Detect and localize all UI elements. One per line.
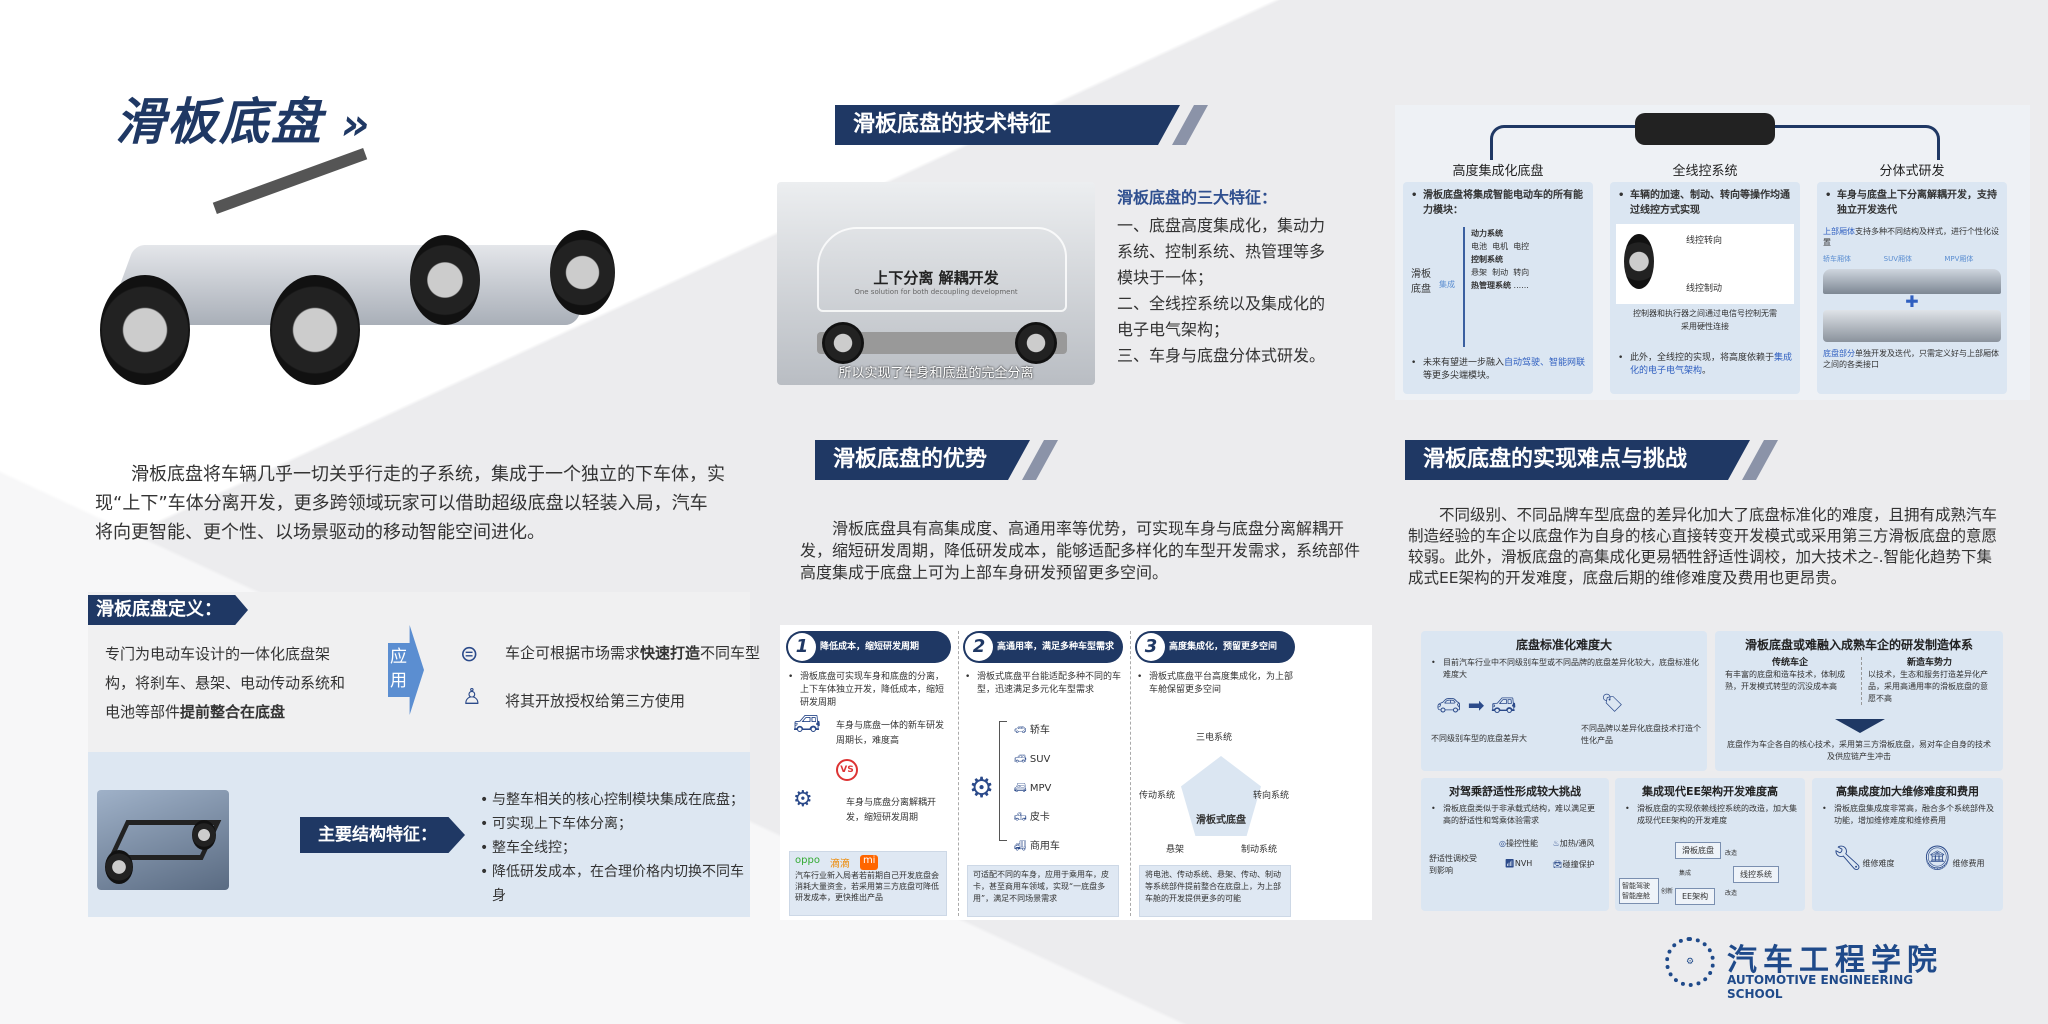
diagram-foot: 未来有望进一步融入自动驾驶、智能网联等更多尖端模块。	[1409, 357, 1587, 383]
features-title: 滑板底盘的三大特征：	[1117, 188, 1278, 207]
chassis-center-label: 滑板底盘	[1411, 269, 1431, 295]
noise-icon: 📶︎	[1504, 859, 1515, 868]
seat-heat-icon: ♨	[1552, 839, 1560, 848]
crash-icon: 🚘︎	[1552, 860, 1563, 869]
structure-item: 整车全线控；	[478, 836, 748, 860]
structure-item: 与整车相关的核心控制模块集成在底盘；	[478, 788, 748, 812]
mpv-icon: 🚐︎	[1014, 783, 1027, 794]
challenge-comfort: 对驾乘舒适性形成较大挑战 滑板底盘类似于非承载式结构，难以满足更高的舒适性和驾乘…	[1421, 778, 1609, 911]
diagram-col-title: 全线控系统	[1672, 164, 1738, 179]
chassis-icon: ⚙	[793, 787, 813, 812]
vs-badge: VS	[836, 759, 858, 781]
video-caption: 所以实现了车身和底盘的完全分离	[838, 366, 1034, 381]
school-name-en: AUTOMOTIVE ENGINEERING SCHOOL	[1727, 973, 1914, 1001]
structure-item: 降低研发成本，在合理价格内切换不同车身	[478, 860, 748, 908]
school-logo: ⚙ 汽车工程学院 AUTOMOTIVE ENGINEERING SCHOOL	[1665, 935, 1955, 1001]
apply-label: 应用	[390, 647, 407, 691]
coins-icon: 🪙︎	[1922, 844, 1953, 872]
plus-icon: ✚	[1905, 292, 1919, 311]
gear-seal-icon: ⚙	[1665, 937, 1715, 987]
structure-label: 主要结构特征：	[300, 817, 465, 853]
challenge-paragraph: 不同级别、不同品牌车型底盘的差异化加大了底盘标准化的难度，且拥有成熟汽车制造经验…	[1408, 506, 1998, 587]
chassis-icon: ⚙	[969, 771, 995, 804]
diagram-col-title: 分体式研发	[1879, 164, 1945, 179]
brand-mi: mi	[859, 855, 879, 870]
diagram-col-integrated: 高度集成化底盘 滑板底盘将集成智能电动车的所有能力模块： 滑板底盘 集成 动力系…	[1403, 160, 1593, 395]
diagram-col-split: 分体式研发 车身与底盘上下分离解耦开发，支持独立开发迭代 上部厢体支持多种不同结…	[1817, 160, 2007, 395]
advantage-heading: 滑板底盘的优势	[815, 440, 1030, 480]
challenge-maintenance: 高集成度加大维修难度和费用 滑板底盘集成度非常高，融合多个系统部件及功能，增加维…	[1812, 778, 2003, 911]
tech-diagram: 高度集成化底盘 滑板底盘将集成智能电动车的所有能力模块： 滑板底盘 集成 动力系…	[1395, 105, 2030, 400]
decoupling-video-still: 上下分离 解耦开发 One solution for both decoupli…	[777, 182, 1095, 385]
bywire-image: 线控转向线控制动	[1616, 224, 1794, 304]
diagram-col-title: 高度集成化底盘	[1452, 164, 1544, 179]
feature-item: 一、底盘高度集成化，集动力系统、控制系统、热管理等多模块于一体；	[1117, 216, 1326, 287]
brand-didi: 滴滴	[829, 859, 850, 870]
double-chevron-icon: »	[341, 99, 372, 150]
tag-icon: 🏷︎	[1601, 693, 1624, 714]
pickup-icon: 🛻︎	[1014, 812, 1027, 823]
module-tree: 动力系统 电池 电机 电控 控制系统 悬架 制动 转向 热管理系统 ......	[1463, 227, 1529, 347]
advantage-paragraph: 滑板底盘具有高集成度、高通用率等优势，可实现车身与底盘分离解耦开发，缩短研发周期…	[800, 519, 1361, 582]
diagram-foot: 此外，全线控的实现，将高度依赖于集成化的电子电气架构。	[1616, 352, 1794, 378]
diagram-bullet: 滑板底盘将集成智能电动车的所有能力模块：	[1409, 188, 1587, 218]
integrate-label: 集成	[1439, 280, 1455, 289]
definition-text: 专门为电动车设计的一体化底盘架构，将刹车、悬架、电动传动系统和电池等部件提前整合…	[105, 645, 346, 721]
structure-list: 与整车相关的核心控制模块集成在底盘； 可实现上下车体分离； 整车全线控； 降低研…	[478, 788, 748, 908]
hero-chassis-image	[90, 148, 620, 395]
challenge-standardization: 底盘标准化难度大 目前汽车行业中不同级别车型或不同品牌的底盘差异化较大，底盘标准…	[1421, 631, 1707, 771]
car-search-icon: ⊜	[460, 642, 479, 667]
app-item-2: 将其开放授权给第三方使用	[505, 692, 686, 710]
vehicle-type-list: 🚗︎ 轿车 🚙︎ SUV 🚐︎ MPV 🛻︎ 皮卡 🚚︎ 商用车	[1014, 716, 1060, 861]
three-features: 滑板底盘的三大特征： 一、底盘高度集成化，集动力系统、控制系统、热管理等多模块于…	[1117, 185, 1332, 369]
challenge-panel: 底盘标准化难度大 目前汽车行业中不同级别车型或不同品牌的底盘差异化较大，底盘标准…	[1415, 625, 2010, 915]
page-title: 滑板底盘»	[115, 93, 372, 151]
mechanic-icon: 🔧︎	[1832, 844, 1863, 872]
challenge-integration: 滑板底盘或难融入成熟车企的研发制造体系 传统车企有丰富的底盘和造车技术，体制成熟…	[1715, 631, 2003, 771]
user-check-icon: ♙	[462, 685, 482, 710]
truck-icon: 🚚︎	[1014, 841, 1027, 852]
car-icon: 🚙︎	[793, 712, 821, 737]
video-subtitle: One solution for both decoupling develop…	[854, 288, 1018, 296]
steering-icon: ◎	[1499, 839, 1506, 848]
bywire-note: 控制器和执行器之间通过电信号控制无需采用硬性连接	[1633, 309, 1777, 331]
tech-heading: 滑板底盘的技术特征	[835, 105, 1180, 145]
down-arrow-icon	[1835, 719, 1885, 733]
diagram-bullet: 车辆的加速、制动、转向等操作均通过线控方式实现	[1616, 188, 1794, 218]
sedan-icon: 🚗︎	[1014, 725, 1027, 736]
app-item-1: 车企可根据市场需求快速打造不同车型	[505, 644, 761, 662]
definition-label: 滑板底盘定义：	[88, 595, 248, 625]
structure-item: 可实现上下车体分离；	[478, 812, 748, 836]
diagram-bullet: 车身与底盘上下分离解耦开发，支持独立开发迭代	[1823, 188, 2001, 218]
school-name-cn: 汽车工程学院	[1727, 943, 1943, 978]
challenge-heading: 滑板底盘的实现难点与挑战	[1405, 440, 1750, 480]
car-upgrade-icon: 🚗︎ ➡ 🚙︎	[1436, 693, 1517, 717]
video-title: 上下分离 解耦开发	[873, 269, 999, 287]
chassis-thumbnail	[1635, 113, 1775, 145]
brand-oppo: oppo	[795, 855, 820, 866]
feature-item: 三、车身与底盘分体式研发。	[1117, 346, 1326, 365]
feature-item: 二、全线控系统以及集成化的电子电气架构；	[1117, 294, 1326, 339]
challenge-ee: 集成现代EE架构开发难度高 滑板底盘的实现依赖线控系统的改造，加大集成现代EE架…	[1615, 778, 1805, 911]
frame-chassis-image	[97, 790, 229, 890]
intro-paragraph: 滑板底盘将车辆几乎一切关乎行走的子系统，集成于一个独立的下车体，实现“上下”车体…	[95, 464, 725, 543]
suv-icon: 🚙︎	[1014, 754, 1027, 765]
